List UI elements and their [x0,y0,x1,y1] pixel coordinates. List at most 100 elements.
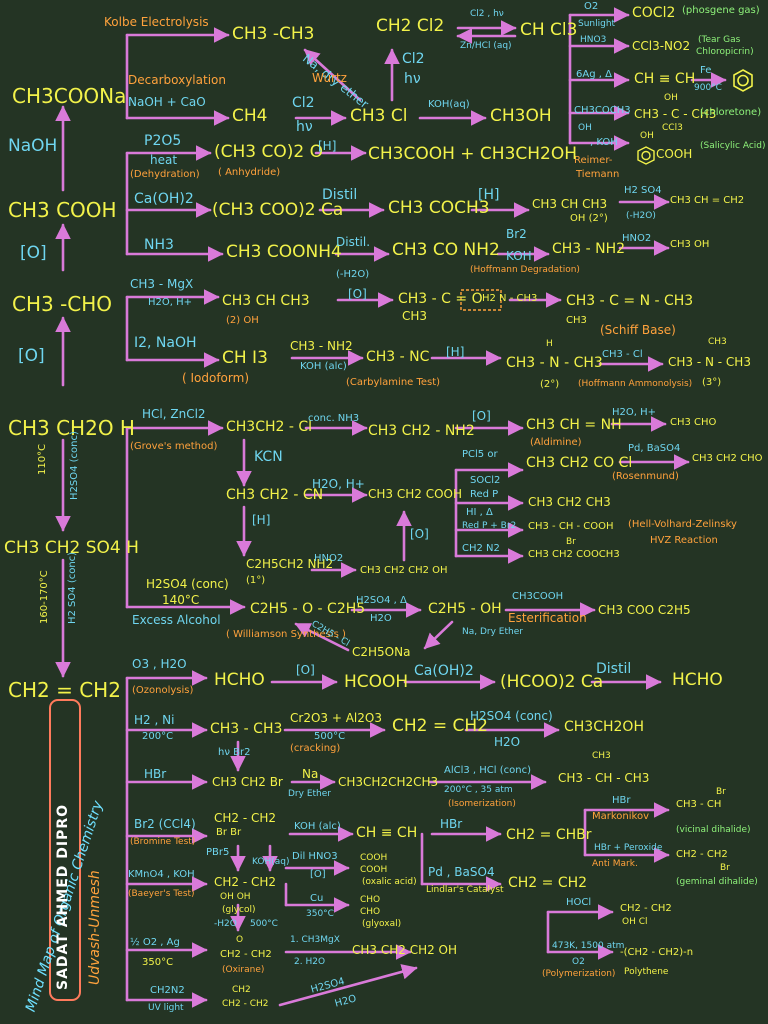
red-p-br2: Red P + Br2 [462,521,517,531]
o2-reagent: O2 [584,1,599,12]
koh-alc-2: KOH (alc) [294,821,341,832]
hoffmann-degradation: (Hoffmann Degradation) [470,265,580,275]
formic-acid: HCOOH [344,672,409,692]
aldimine-label: (Aldimine) [530,437,582,448]
lindlars-catalyst: Lindlar's Catalyst [426,885,504,895]
heat-label: heat [150,153,178,167]
oxidation-3: [O] [348,287,367,301]
hbr-2: HBr [440,817,463,831]
ag-heat: 6Ag , Δ [576,69,612,80]
oxidation-1: [O] [20,243,47,263]
naoh-cao: NaOH + CaO [128,95,206,109]
anti-markovnikov: Anti Mark. [592,859,638,869]
kmno4-koh: KMnO4 , KOH [128,869,195,880]
oxirane-o: O [236,935,244,945]
methanol: CH3OH [490,106,552,126]
polythene: -(CH2 - CH2)-n [620,947,694,958]
koh-aq-2: KOH(aq) [252,857,290,867]
p2o5: P2O5 [144,133,182,149]
br2: Br2 [506,227,527,241]
oxidation-5: [O] [410,527,429,541]
propanol: CH3 CH2 CH2 OH [360,565,448,576]
dimethylamine-h: H [546,339,553,349]
acetone-reagent: CH3COCH3 [574,105,631,116]
phenol-ring-icon [637,146,655,165]
acetic-acid: CH3 COOH [8,198,117,222]
aldimine: CH3 CH = NH [526,417,622,433]
propane: CH3 CH2 CH3 [528,495,611,509]
propanol-2: CH3 CH2 CH2 OH [352,943,458,957]
pd-baso4: Pd, BaSO4 [628,443,681,454]
dry-ether: Dry Ether [288,789,331,799]
hoffmann-ammonolysis: (Hoffmann Ammonolysis) [578,379,693,389]
glyoxal: CHO [360,895,381,905]
iodoform-label: ( Iodoform) [182,371,249,385]
naoh-reagent: NaOH [8,136,58,156]
isopropanol: CH3 CH CH3 [532,197,608,211]
cracking: (cracking) [290,743,341,754]
glycol-oh: OH OH [220,892,251,902]
reduction-2: [H] [478,187,500,203]
ethanol-3: C2H5 - OH [428,601,502,617]
h2so4-conc-b: H2 SO4 (conc) [67,551,78,624]
koh-reagent: , KOH [590,137,618,148]
methylamine-3: CH3 - NH2 [290,339,353,353]
ethene: CH2 = CH2 [8,678,121,702]
tear-gas: (Tear Gas [698,35,741,45]
primary-label: (1°) [246,575,266,586]
tiemann-label: Tiemann [576,169,620,180]
br2-ccl4: Br2 (CCl4) [134,817,196,831]
ammonium-acetate: CH3 COONH4 [226,242,342,262]
propanal: CH3 CH2 CHO [692,453,763,464]
chloretone-oh: OH [664,93,678,103]
koh-aq: KOH(aq) [428,99,470,110]
salicylic-oh: OH [640,131,654,141]
calcium-acetate: (CH3 COO)2 Ca [212,200,344,220]
temp-350: 350°C [306,909,334,919]
acetylene-2: CH ≡ CH [356,825,418,841]
h2o-hplus-3: H2O, H+ [312,477,365,491]
schiff-base: CH3 - C = N - CH3 [566,293,694,309]
hvz-label: (Hell-Volhard-Zelinsky [628,519,737,530]
acetone-3: CH3 - C = O [398,291,483,307]
methanol-2: CH3 OH [670,239,710,250]
chlorohydrin: CH2 - CH2 [620,903,672,914]
cyclopropane: CH2 - CH2 [222,999,269,1009]
ethyl-hydrogen-sulphate: CH3 CH2 SO4 H [4,538,139,558]
temp-35atm: 200°C , 35 atm [444,785,513,795]
conc-nh3: conc. NH3 [308,413,360,424]
hcl-zncl2: HCl, ZnCl2 [142,407,206,421]
distil-2: Distil. [336,235,371,249]
methylamine-2: H2 N - CH3 [482,293,538,304]
chloretone-ccl3: CCl3 [662,123,683,133]
sodium-acetate: CH3COONa [12,84,127,108]
diazomethane: CH2 N2 [462,543,500,554]
reduction-5: [H] [252,513,271,527]
na-dry-ether-2: Na, Dry Ether [462,627,523,637]
geminal-br: Br [720,863,730,873]
minus-h2o-2: (-H2O) [336,269,370,280]
ethene-3: CH2 = CH2 [508,875,588,891]
vicinal-label: (vicinal dihalide) [676,825,751,835]
formaldehyde-2: HCHO [672,670,723,690]
temp-350b: 350°C [142,957,174,968]
calcium-formate: (HCOO)2 Ca [500,672,604,692]
polymerization-label: (Polymerization) [542,969,616,979]
h2so4-conc-e: H2SO4 (conc) [470,709,553,723]
chloretone-label: (chloretone) [700,107,762,118]
propanoyl-chloride: CH3 CH2 CO Cl [526,455,633,471]
minus-h2o-3: -H2O [214,919,237,929]
h2o-2: H2O [370,613,392,624]
zn-hcl: Zn/HCl (aq) [460,41,512,51]
minus-h2o-1: (-H2O) [626,211,656,221]
reimer-label: Reimer- [574,155,613,166]
methane: CH4 [232,106,268,126]
salicylic-acid: COOH [656,147,693,161]
secondary-label: (2°) [540,379,560,390]
ozonolysis: (Ozonolysis) [132,685,194,696]
carbylamine-test: (Carbylamine Test) [346,377,441,388]
ethane: CH3 -CH3 [232,24,315,44]
dehydration: (Dehydration) [130,169,200,180]
oxalic-label: (oxalic acid) [362,877,417,887]
